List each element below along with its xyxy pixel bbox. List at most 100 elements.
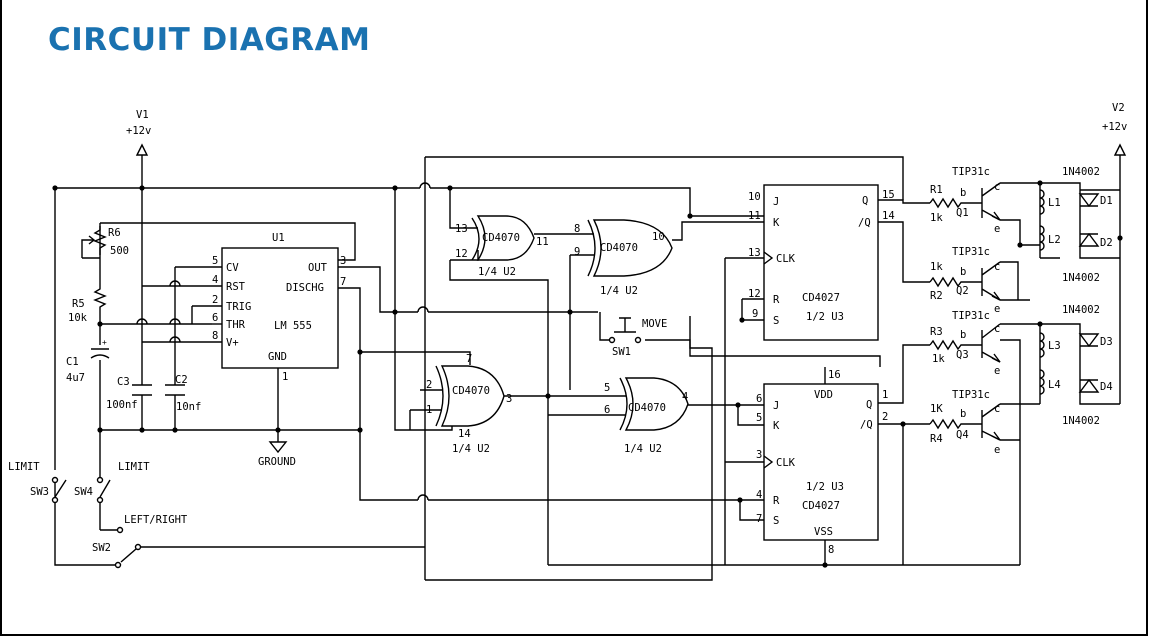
q3-ref: Q3: [956, 349, 969, 361]
xor4-part: CD4070: [628, 402, 666, 414]
transistor-q1: TIP31c b c e Q1: [952, 166, 1001, 235]
u1-pin-cv: CV: [226, 262, 239, 274]
ff2-vss: VSS: [814, 526, 833, 538]
q4-part: TIP31c: [952, 389, 990, 401]
r6-ref: R6: [108, 227, 121, 239]
r5-ref: R5: [72, 298, 85, 310]
c2-value: 10nf: [176, 401, 201, 413]
u1-pin6: 6: [212, 312, 218, 324]
supply-v1: V1 +12v: [126, 109, 151, 156]
sw3-ref: SW3: [30, 486, 49, 498]
ff1-pin10: 10: [748, 191, 761, 203]
ff2-pin16: 16: [828, 369, 841, 381]
l2-ref: L2: [1048, 234, 1061, 246]
sw1-label: MOVE: [642, 318, 667, 330]
d1-ref: D1: [1100, 195, 1113, 207]
xor1-pin11: 11: [536, 236, 549, 248]
ff2-label: 1/2 U3: [806, 481, 844, 493]
r5-value: 10k: [68, 312, 88, 324]
transistor-q3: TIP31c b c e Q3: [952, 310, 1001, 377]
ff1-label: 1/2 U3: [806, 311, 844, 323]
xor-gate-2: CD4070 8 9 10 1/4 U2: [574, 219, 673, 297]
r4-ref: R4: [930, 433, 943, 445]
l4-ref: L4: [1048, 379, 1061, 391]
junction-dots: [52, 180, 1123, 568]
q1-pin-e: e: [994, 223, 1000, 235]
ff2-pin-clk: CLK: [776, 457, 796, 469]
ff2-vdd: VDD: [814, 389, 833, 401]
xor3-pin3: 3: [506, 393, 512, 405]
d3-part: 1N4002: [1062, 304, 1100, 316]
r1-value: 1k: [930, 212, 943, 224]
ff1-pin-q: Q: [862, 195, 868, 207]
l3-ref: L3: [1048, 340, 1061, 352]
sw3-label: LIMIT: [8, 461, 40, 473]
q4-ref: Q4: [956, 429, 969, 441]
flipflop-2: J K CLK R S Q /Q VDD VSS 1/2 U3 CD4027 6…: [756, 369, 888, 556]
capacitor-c1: + C1 4u7: [66, 338, 110, 384]
xor2-part: CD4070: [600, 242, 638, 254]
xor3-pin1: 1: [426, 404, 432, 416]
xor1-part: CD4070: [482, 232, 520, 244]
xor1-pin12: 12: [455, 248, 468, 260]
sw4-label: LIMIT: [118, 461, 150, 473]
sw2-ref: SW2: [92, 542, 111, 554]
xor4-quarter: 1/4 U2: [624, 443, 662, 455]
resistor-r3: R3 1k: [929, 326, 975, 365]
q3-pin-c: c: [994, 323, 1000, 335]
xor2-pin8: 8: [574, 223, 580, 235]
coil-l2: L2: [1039, 225, 1061, 251]
ff1-pin15: 15: [882, 189, 895, 201]
u1-pin-vplus: V+: [226, 337, 239, 349]
ground-label: GROUND: [258, 456, 296, 468]
ff1-pin14: 14: [882, 210, 895, 222]
d2-part: 1N4002: [1062, 272, 1100, 284]
potentiometer-r6: R6 500: [81, 226, 129, 259]
u1-pin5: 5: [212, 255, 218, 267]
switch-sw4: LIMIT SW4: [74, 461, 150, 504]
u1-pin1: 1: [282, 371, 288, 383]
r2-value: 1k: [930, 261, 943, 273]
diode-d3: D3 1N4002: [1062, 304, 1113, 348]
xor1-quarter: 1/4 U2: [478, 266, 516, 278]
ff1-pin-clk: CLK: [776, 253, 796, 265]
supply-v1-voltage: +12v: [126, 125, 151, 137]
ff1-pin13: 13: [748, 247, 761, 259]
wires: [54, 155, 1121, 581]
ff2-pin-s: S: [773, 515, 779, 527]
resistor-r4: 1K R4: [929, 403, 975, 445]
u1-pin4: 4: [212, 274, 218, 286]
u1-pin-rst: RST: [226, 281, 246, 293]
ff1-pin-nq: /Q: [858, 217, 871, 229]
ff1-pin9: 9: [752, 308, 758, 320]
q3-pin-e: e: [994, 365, 1000, 377]
capacitor-c2: C2 10nf: [165, 374, 201, 413]
ff1-pin-s: S: [773, 315, 779, 327]
q2-part: TIP31c: [952, 246, 990, 258]
c3-value: 100nf: [106, 399, 138, 411]
resistor-r5: R5 10k: [68, 283, 107, 324]
ff1-pin-j: J: [773, 196, 779, 208]
q1-pin-b: b: [960, 187, 966, 199]
q3-pin-b: b: [960, 329, 966, 341]
ff2-pin-j: J: [773, 400, 779, 412]
u1-pin2: 2: [212, 294, 218, 306]
xor1-pin13: 13: [455, 223, 468, 235]
q4-pin-c: c: [994, 403, 1000, 415]
xor3-part: CD4070: [452, 385, 490, 397]
sw2-label: LEFT/RIGHT: [124, 514, 188, 526]
u1-pin7: 7: [340, 276, 346, 288]
resistor-r1: R1 1k: [929, 184, 975, 224]
xor4-pin4: 4: [682, 391, 688, 403]
xor-gate-1: CD4070 13 12 11 1/4 U2: [455, 215, 549, 278]
supply-v2: V2 +12v: [1102, 102, 1127, 156]
ff2-pin8: 8: [828, 544, 834, 556]
q2-pin-b: b: [960, 266, 966, 278]
c1-polarity: +: [102, 338, 107, 347]
q1-pin-c: c: [994, 181, 1000, 193]
flipflop-1: J K CLK R S Q /Q CD4027 1/2 U3 10 11 13 …: [748, 184, 895, 341]
q4-pin-e: e: [994, 444, 1000, 456]
diode-d1: D1 1N4002: [1062, 166, 1113, 208]
